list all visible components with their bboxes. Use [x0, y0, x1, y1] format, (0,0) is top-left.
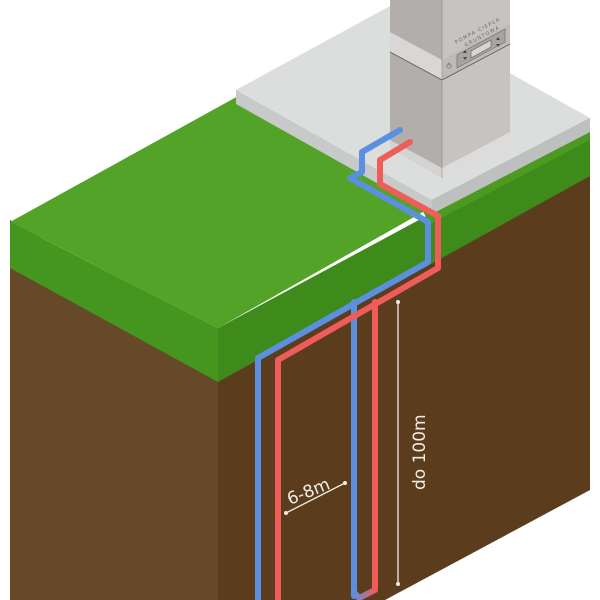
spacing-endpoint: [284, 511, 288, 515]
ground-block: [10, 95, 590, 600]
up-down-arrows-icon[interactable]: [463, 50, 467, 60]
heat-pump-unit: POMPA CIEPŁA GRUNTOWA: [389, 0, 511, 178]
depth-endpoint: [396, 582, 400, 586]
grass-front-face: [10, 222, 218, 382]
up-down-arrows-icon[interactable]: [496, 37, 500, 47]
spacing-endpoint: [343, 481, 347, 485]
return-pipe: [255, 127, 431, 600]
depth-dimension: do 100m: [396, 300, 430, 586]
supply-pipe: [275, 139, 441, 600]
depth-label: do 100m: [410, 414, 430, 490]
soil-right-face: [218, 130, 590, 600]
display-screen[interactable]: [470, 39, 492, 59]
unit-collar-left: [390, 32, 442, 80]
soil-front-face-fade: [10, 585, 40, 600]
slab-edge-right: [432, 118, 590, 214]
power-icon[interactable]: [446, 62, 452, 69]
depth-endpoint: [396, 300, 400, 304]
unit-base-right: [442, 132, 510, 178]
collar-line: [441, 43, 511, 81]
collar-line: [389, 51, 443, 81]
pipe-u-turn: [351, 587, 378, 600]
spacing-line: [285, 482, 346, 514]
grass-right-face: [218, 128, 590, 382]
pipes: [255, 127, 441, 600]
